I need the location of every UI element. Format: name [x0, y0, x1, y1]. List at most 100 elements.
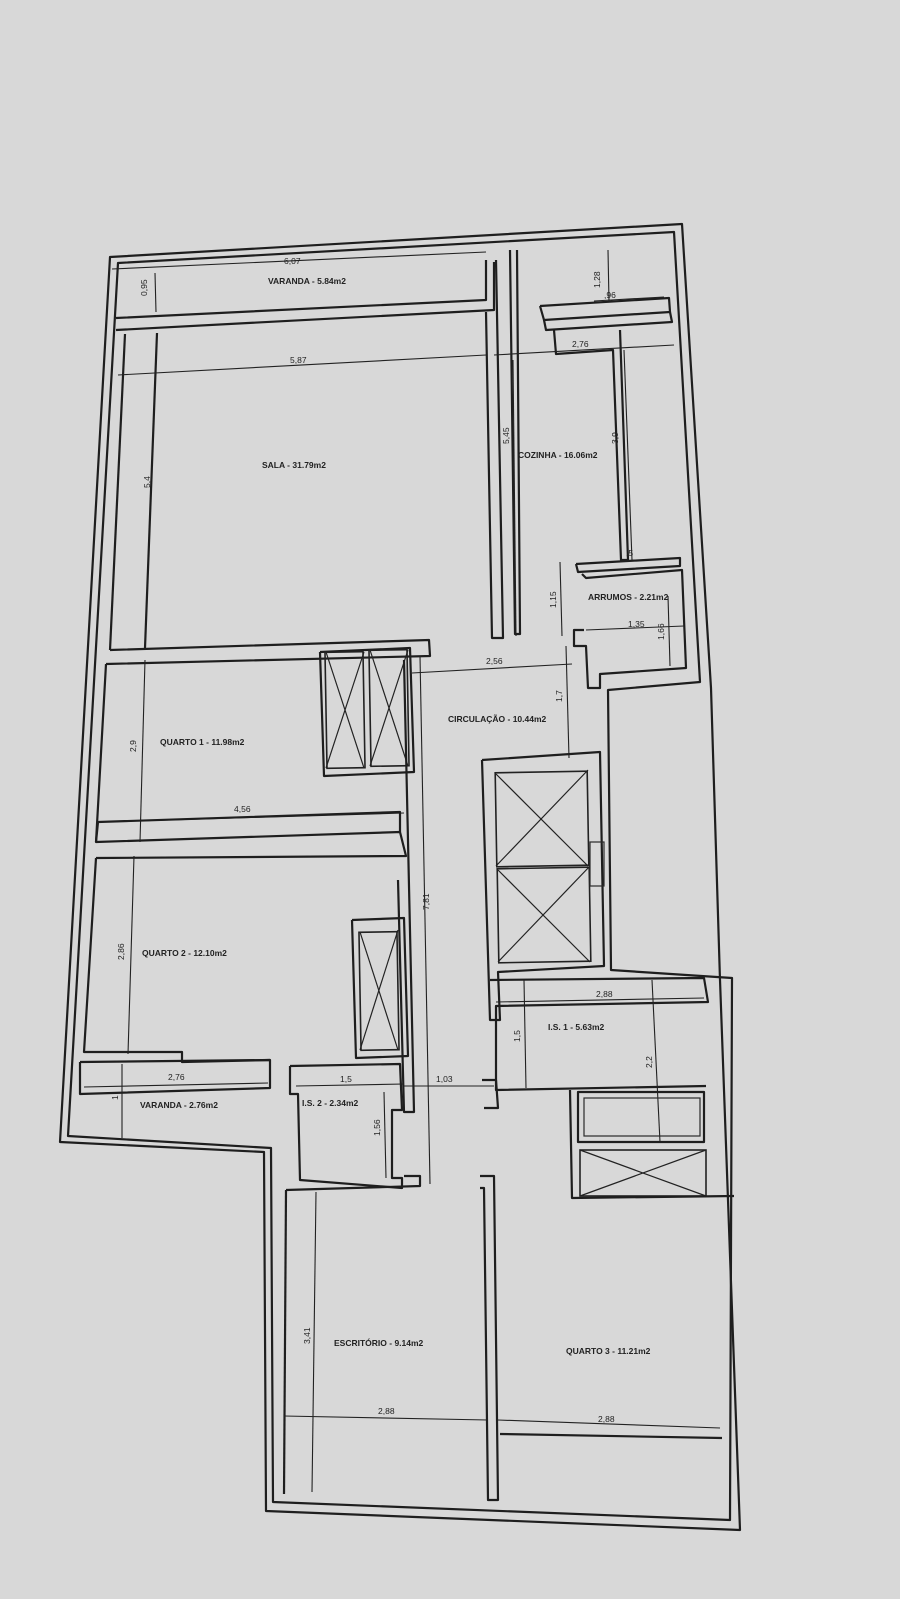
shaft-1-x2: [495, 769, 589, 867]
quarto1-wall-2: [94, 810, 402, 843]
dim-cozinha-top-w: [593, 296, 665, 302]
dim-arrumos-h: [559, 561, 563, 637]
dim-circ-w: [411, 663, 573, 674]
cozinha-bottom-wall: [574, 556, 682, 574]
num-circ-h: 1,7: [554, 690, 564, 702]
label-quarto1: QUARTO 1 - 11.98m2: [160, 737, 245, 747]
dim-cozinha-inner-h: [623, 349, 633, 561]
num-arrumos-side: 1,66: [656, 623, 666, 640]
num-q3-w: 2,88: [598, 1414, 615, 1424]
escritorio-left: [282, 1189, 288, 1495]
label-quarto3: QUARTO 3 - 11.21m2: [566, 1346, 651, 1356]
dim-arrumos-w: [585, 625, 685, 631]
closet-2: [358, 930, 400, 1052]
dim-esc-h: [311, 1191, 317, 1493]
sala-left-wall-inner: [143, 332, 159, 649]
num-cozinha-small: ,5: [626, 548, 633, 558]
num-varanda2-h: 1: [110, 1095, 120, 1100]
num-is2-w: 1,5: [340, 1074, 352, 1084]
cozinha-left-wall: [508, 249, 522, 636]
num-q1-h: 2,9: [128, 740, 138, 752]
label-is2: I.S. 2 - 2.34m2: [302, 1098, 358, 1108]
cozinha-inner-wall: [552, 329, 630, 562]
num-cozinha-top-h: 1,28: [592, 271, 602, 288]
quarto3-bottom: [499, 1432, 723, 1440]
num-door-w: 1,03: [436, 1074, 453, 1084]
is2-wall: [288, 1062, 404, 1190]
closet-frame-q2: [350, 916, 410, 1060]
varanda-top-wall-inner: [115, 262, 496, 332]
num-cozinha-inner-h: 3,9: [610, 432, 620, 444]
shaft-wall: [480, 750, 606, 1022]
is1-door-frame: [482, 1078, 500, 1110]
dim-is1-w: [495, 997, 705, 1003]
dim-varanda-h: [154, 272, 157, 313]
num-varanda2-w: 2,76: [168, 1072, 185, 1082]
closet-1a-x2: [325, 651, 365, 769]
dim-esc-w: [283, 1415, 489, 1421]
escritorio-right: [480, 1174, 500, 1502]
dim-q2-h: [127, 855, 135, 1055]
num-cozinha-h: 5,45: [501, 427, 511, 444]
shaft-2-x2: [497, 865, 591, 963]
dim-cozinha-h: [512, 359, 517, 637]
sala-right-wall: [484, 259, 505, 640]
dim-cozinha-top-h: [607, 249, 610, 303]
dim-varanda2-w: [83, 1082, 269, 1088]
num-is1-w: 2,88: [596, 989, 613, 999]
label-sala: SALA - 31.79m2: [262, 460, 326, 470]
closet-1b: [368, 648, 410, 768]
num-esc-h: 3,41: [302, 1327, 312, 1344]
num-arrumos-h: 1,15: [548, 591, 558, 608]
closet-1a: [324, 650, 366, 770]
num-is1-h: 1,5: [512, 1030, 522, 1042]
num-is2-h: 1,56: [372, 1119, 382, 1136]
num-varanda-h: 0,95: [139, 279, 149, 296]
dim-is1-h: [523, 979, 527, 1089]
escritorio-wall: [285, 1174, 422, 1192]
outer-wall: [58, 222, 742, 1532]
is1-cabinet-x2: [579, 1149, 707, 1197]
num-sala-w: 5,87: [290, 355, 307, 365]
bathtub-inner: [583, 1097, 701, 1137]
closet-2-x2: [359, 929, 399, 1051]
varanda2-wall: [78, 1058, 272, 1096]
num-sala-h: 5,4: [142, 476, 152, 488]
closet-1b-x2: [369, 649, 409, 767]
circ-left-wall: [396, 659, 416, 1114]
dim-varanda-w: [111, 251, 487, 270]
num-esc-w: 2,88: [378, 1406, 395, 1416]
num-q1-w: 4,56: [234, 804, 251, 814]
label-varanda-bottom: VARANDA - 2.76m2: [140, 1100, 218, 1110]
shaft-1: [494, 770, 590, 868]
dim-circ-long: [419, 655, 431, 1185]
label-quarto2: QUARTO 2 - 12.10m2: [142, 948, 227, 958]
dim-is1-side: [651, 979, 661, 1143]
label-arrumos: ARRUMOS - 2.21m2: [588, 592, 669, 602]
num-circ-w: 2,56: [486, 656, 503, 666]
dim-is2-h: [383, 1091, 387, 1179]
label-varanda-top: VARANDA - 5.84m2: [268, 276, 346, 286]
dim-is2-w: [295, 1083, 405, 1087]
arrumos-wall: [572, 568, 688, 690]
varanda-top-wall: [115, 260, 488, 320]
dim-sala-w: [117, 354, 487, 376]
num-cozinha-w: 2,76: [572, 339, 589, 349]
sala-bottom-wall: [105, 638, 432, 666]
bathtub: [576, 1090, 706, 1144]
num-arrumos-w: 1,35: [628, 619, 645, 629]
outer-wall-inner: [66, 230, 734, 1522]
shaft-1-x1: [495, 773, 589, 867]
closet-frame-q1: [318, 646, 416, 778]
dim-cozinha-w: [493, 344, 675, 356]
num-circ-long: 7,81: [421, 893, 431, 910]
dim-arrumos-side: [667, 595, 671, 667]
dim-q1-h: [139, 659, 146, 843]
shaft-vent: [589, 841, 605, 887]
label-cozinha: COZINHA - 16.06m2: [518, 450, 598, 460]
cozinha-counter-2: [542, 311, 674, 332]
num-cozinha-top-w: ,96: [604, 290, 616, 300]
sala-left-wall: [108, 333, 127, 651]
num-is1-side: 2,2: [644, 1056, 654, 1068]
